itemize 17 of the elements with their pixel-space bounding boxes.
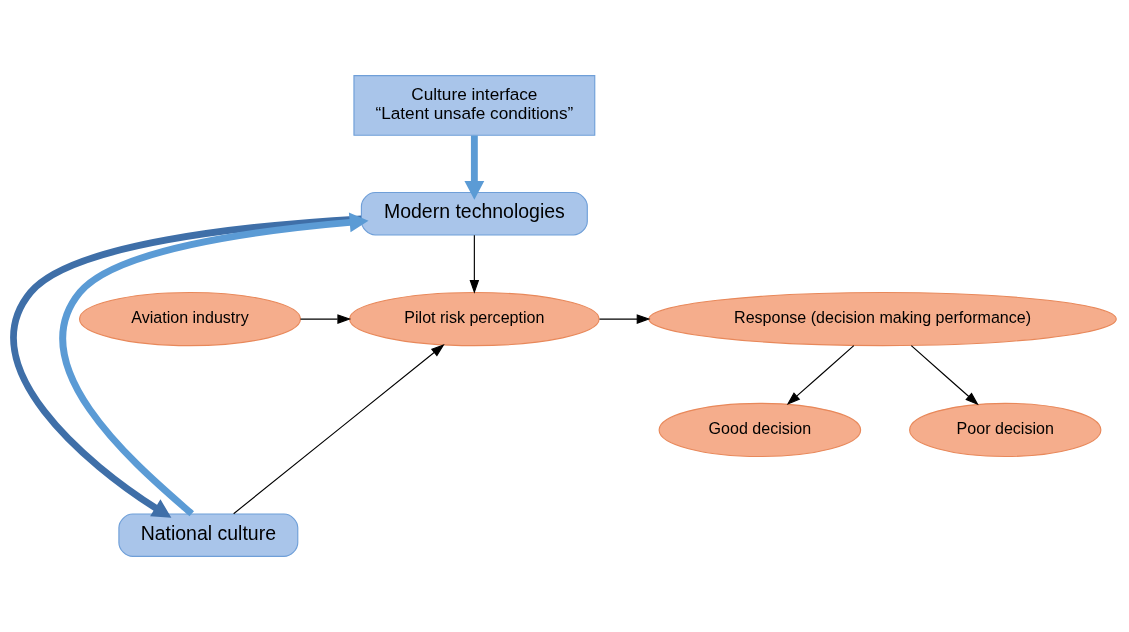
node-box: National culture [118,513,299,557]
arrow [299,314,352,324]
arrow [464,135,485,200]
arrow [910,345,979,406]
node-ellipse: Response (decision making performance) [648,291,1117,347]
arrow [598,314,651,324]
arrow [469,234,480,294]
node-ellipse: Good decision [658,402,862,458]
node-ellipse: Aviation industry [78,291,302,347]
arrow [59,212,369,517]
node-ellipse: Pilot risk perception [349,291,600,347]
node-box: Modern technologies [360,191,588,236]
node-box: Culture interface “Latent unsafe conditions” [353,75,596,136]
arrow [10,215,362,518]
arrow [786,345,855,405]
arrow [233,344,445,515]
node-ellipse: Poor decision [909,402,1102,458]
